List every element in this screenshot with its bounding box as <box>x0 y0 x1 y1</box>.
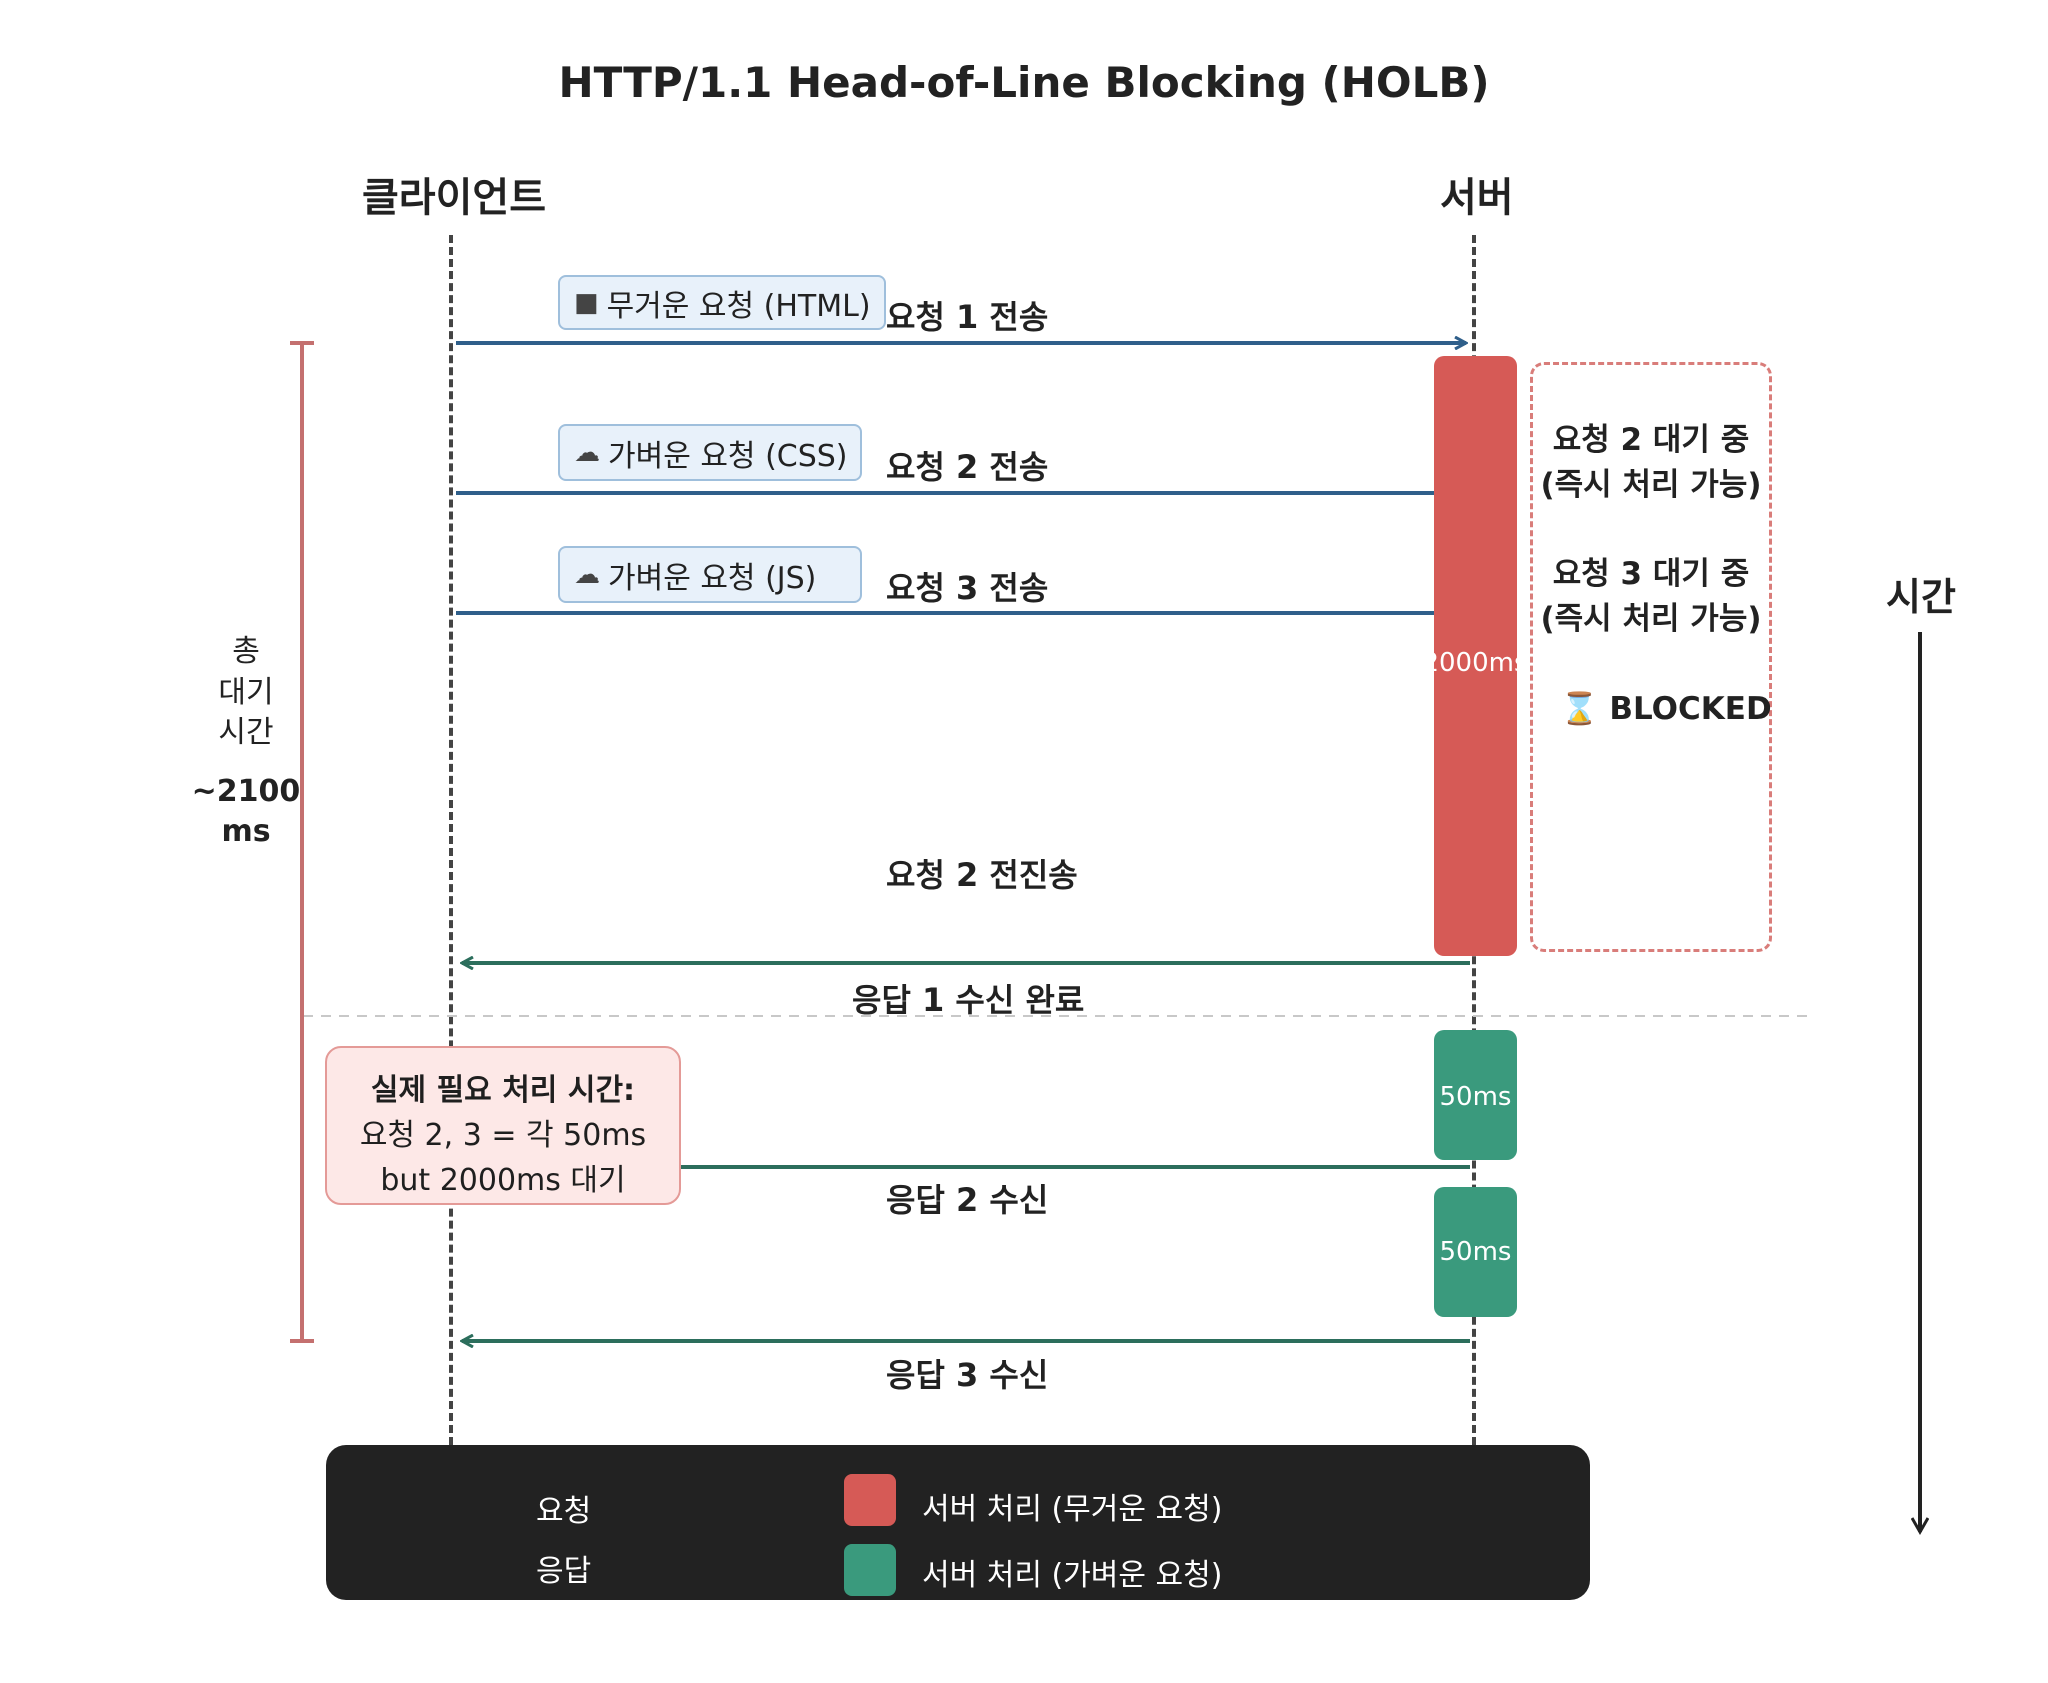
total-wait-label: 총 대기 시간 ~2100 ms <box>186 632 306 853</box>
request-2-waiting-line1: 요청 2 대기 중 <box>1552 422 1750 458</box>
legend <box>326 1445 1590 1600</box>
time-axis-label: 시간 <box>1886 575 1956 619</box>
request-3-box: ☁ 가벼운 요청 (JS) <box>558 546 862 603</box>
request-3-waiting-line2: (즉시 처리 가능) <box>1540 600 1762 637</box>
client-label: 클라이언트 <box>362 175 546 221</box>
request-3-box-label: 가벼운 요청 (JS) <box>608 560 817 596</box>
total-wait-line1: 총 <box>232 634 260 669</box>
total-wait-line3: 시간 <box>218 715 274 750</box>
request-2-waiting-line2: (즉시 처리 가능) <box>1540 466 1762 503</box>
server-label: 서버 <box>1440 175 1514 221</box>
legend-response-label: 응답 <box>536 1554 592 1589</box>
legend-light-label: 서버 처리 (가벼운 요청) <box>922 1558 1223 1593</box>
legend-light-swatch <box>844 1544 896 1596</box>
legend-heavy-label: 서버 처리 (무거운 요청) <box>922 1492 1223 1527</box>
client-lifeline <box>449 235 453 1445</box>
note-heading: 실제 필요 처리 시간: <box>370 1073 636 1108</box>
note-line1: 요청 2, 3 = 각 50ms <box>359 1118 647 1153</box>
light-processing-bar-1 <box>1434 1030 1517 1160</box>
request-1-box-label: 무거운 요청 (HTML) <box>606 288 871 324</box>
note-line2: but 2000ms 대기 <box>380 1163 626 1198</box>
processing-time-note: 실제 필요 처리 시간: 요청 2, 3 = 각 50ms but 2000ms… <box>325 1046 681 1205</box>
heavy-processing-bar <box>1434 356 1517 956</box>
light-processing-duration-2: 50ms <box>1439 1237 1512 1267</box>
elephant-icon: ■ <box>574 287 599 318</box>
request-1-label: 요청 1 전송 <box>886 298 1049 336</box>
response-3-label: 응답 3 수신 <box>886 1356 1049 1394</box>
legend-request-label: 요청 <box>536 1494 592 1529</box>
total-wait-unit: ms <box>221 814 271 849</box>
heavy-processing-duration: 2000ms <box>1422 648 1528 678</box>
light-processing-bar-2 <box>1434 1187 1517 1317</box>
hourglass-icon: ⌛ <box>1560 691 1599 727</box>
request-2-waiting: 요청 2 대기 중 (즉시 처리 가능) <box>1530 418 1772 508</box>
request-3-waiting-line1: 요청 3 대기 중 <box>1552 556 1750 592</box>
legend-heavy-swatch <box>844 1474 896 1526</box>
request-2-box: ☁ 가벼운 요청 (CSS) <box>558 424 862 481</box>
total-wait-line2: 대기 <box>218 674 274 710</box>
request-2-box-label: 가벼운 요청 (CSS) <box>608 438 848 474</box>
mid-label: 요청 2 전진송 <box>886 856 1078 894</box>
total-wait-bracket <box>290 341 314 1343</box>
request-3-label: 요청 3 전송 <box>886 569 1049 607</box>
request-2-label: 요청 2 전송 <box>886 448 1049 486</box>
total-wait-value: ~2100 <box>191 773 301 809</box>
blocked-label: BLOCKED <box>1609 691 1772 727</box>
diagram-title: HTTP/1.1 Head-of-Line Blocking (HOLB) <box>558 58 1490 107</box>
cloud-icon: ☁ <box>574 559 600 590</box>
request-1-box: ■ 무거운 요청 (HTML) <box>558 275 886 330</box>
blocked-status: ⌛ BLOCKED <box>1560 690 1772 727</box>
light-processing-duration-1: 50ms <box>1439 1082 1512 1112</box>
response-2-label: 응답 2 수신 <box>886 1181 1049 1219</box>
waiting-panel <box>1530 362 1772 952</box>
cloud-icon: ☁ <box>574 437 600 468</box>
response-1-label: 응답 1 수신 완료 <box>852 981 1085 1019</box>
request-3-waiting: 요청 3 대기 중 (즉시 처리 가능) <box>1530 552 1772 642</box>
